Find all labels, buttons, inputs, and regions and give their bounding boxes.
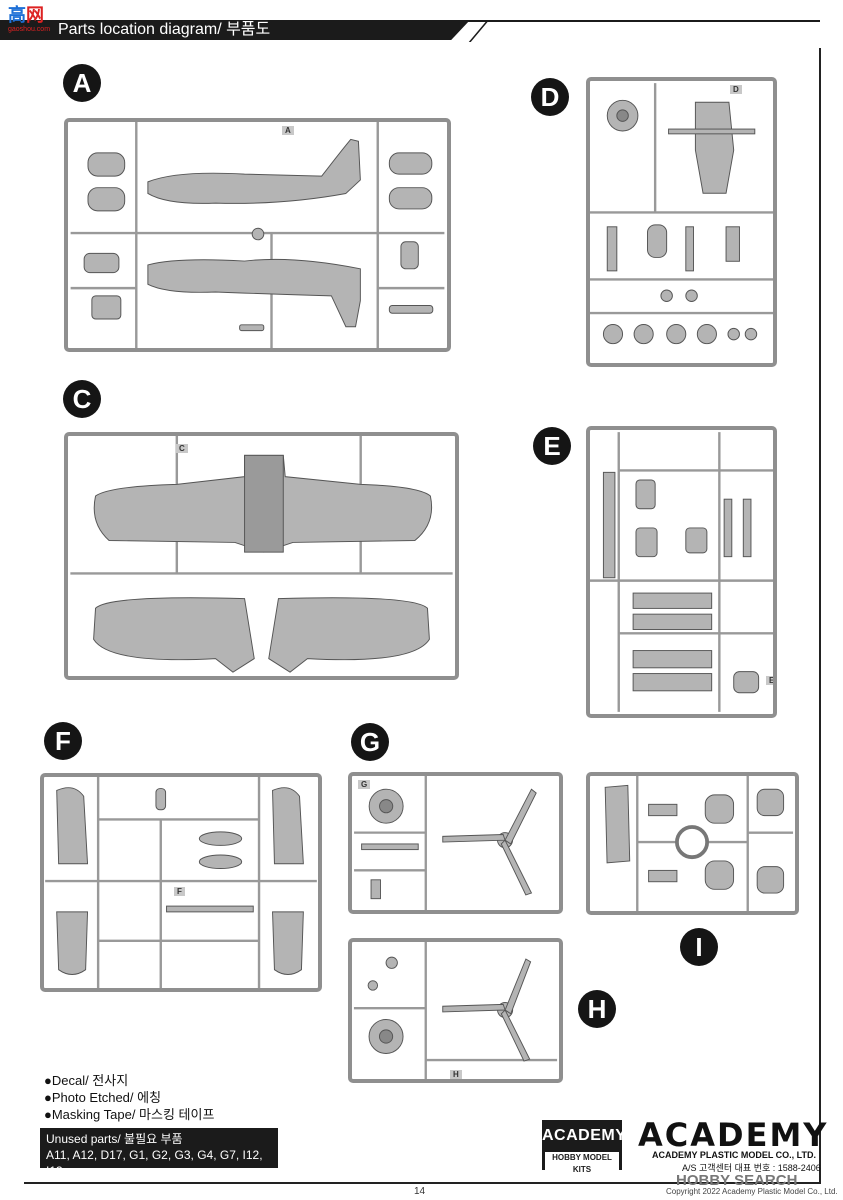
sprue-c-frame: C bbox=[64, 432, 459, 680]
watermark-glyph-2: 网 bbox=[26, 5, 44, 26]
unused-parts-title: Unused parts/ 불필요 부품 bbox=[46, 1132, 183, 1146]
watermark-url: gaoshou.com bbox=[8, 26, 51, 33]
sprue-h-badge: H bbox=[578, 990, 616, 1028]
service-phone: A/S 고객센터 대표 번호 : 1588-2406 bbox=[682, 1163, 821, 1173]
company-name: ACADEMY PLASTIC MODEL CO., LTD. bbox=[652, 1150, 817, 1160]
sprue-i-parts bbox=[604, 776, 794, 911]
sprue-e-badge: E bbox=[533, 427, 571, 465]
hobby-model-kits-text: HOBBY MODEL KITS bbox=[545, 1152, 619, 1176]
sprue-e-frame: E bbox=[586, 426, 777, 718]
sprue-d-frame: D bbox=[586, 77, 777, 367]
header-dark-band bbox=[0, 20, 470, 40]
legend-photo-etched: ●Photo Etched/ 에칭 bbox=[44, 1090, 162, 1105]
sprue-e-tag: E bbox=[766, 676, 773, 685]
academy-wordmark: ACADEMY bbox=[638, 1116, 829, 1154]
watermark-glyph-1: 高 bbox=[8, 5, 26, 26]
sprue-h-tag: H bbox=[450, 1070, 462, 1079]
sprue-f-badge: F bbox=[44, 722, 82, 760]
sprue-d-parts bbox=[590, 83, 773, 345]
legend-decal: ●Decal/ 전사지 bbox=[44, 1073, 129, 1088]
sprue-a-badge: A bbox=[63, 64, 101, 102]
watermark-logo: 高网 gaoshou.com bbox=[8, 6, 70, 40]
sprue-a-parts bbox=[70, 122, 445, 348]
sprue-e-parts bbox=[590, 432, 773, 712]
page-number: 14 bbox=[414, 1186, 426, 1197]
legend: ●Decal/ 전사지 ●Photo Etched/ 에칭 ●Masking T… bbox=[44, 1072, 214, 1123]
legend-masking-tape: ●Masking Tape/ 마스킹 테이프 bbox=[44, 1107, 215, 1122]
sprue-c-badge: C bbox=[63, 380, 101, 418]
header-bar: Parts location diagram/ 부품도 bbox=[0, 0, 843, 46]
sprue-g-badge: G bbox=[351, 723, 389, 761]
sprue-c-tag: C bbox=[176, 444, 188, 453]
sprue-a-tag: A bbox=[282, 126, 294, 135]
sprue-f-tag: F bbox=[174, 887, 185, 896]
copyright-line: Copyright 2022 Academy Plastic Model Co.… bbox=[666, 1187, 838, 1196]
page-title: Parts location diagram/ 부품도 bbox=[58, 21, 271, 38]
sprue-g-tag: G bbox=[358, 780, 371, 789]
sprue-f-frame: F bbox=[40, 773, 322, 992]
sprue-i-badge: I bbox=[680, 928, 718, 966]
sprue-c-parts bbox=[70, 436, 453, 673]
unused-parts-box: Unused parts/ 불필요 부품 A11, A12, D17, G1, … bbox=[40, 1128, 278, 1178]
academy-badge-text: ACADEMY bbox=[542, 1127, 627, 1144]
sprue-g-parts bbox=[354, 776, 537, 910]
unused-parts-list: A11, A12, D17, G1, G2, G3, G4, G7, I12, … bbox=[46, 1148, 263, 1178]
sprue-f-parts bbox=[45, 777, 317, 988]
page-frame bbox=[24, 48, 821, 1184]
academy-badge-logo: ACADEMY HOBBY MODEL KITS bbox=[542, 1120, 627, 1176]
hobby-search-watermark: HOBBY SEARCH bbox=[676, 1172, 798, 1189]
sprue-i-frame bbox=[586, 772, 799, 915]
sprue-a-frame: A bbox=[64, 118, 451, 352]
sprue-d-badge: D bbox=[531, 78, 569, 116]
sprue-h-parts bbox=[353, 942, 558, 1079]
sprue-g-frame: G bbox=[348, 772, 563, 914]
sprue-h-frame: H bbox=[348, 938, 563, 1083]
header-rule bbox=[455, 20, 820, 40]
sprue-d-tag: D bbox=[730, 85, 742, 94]
